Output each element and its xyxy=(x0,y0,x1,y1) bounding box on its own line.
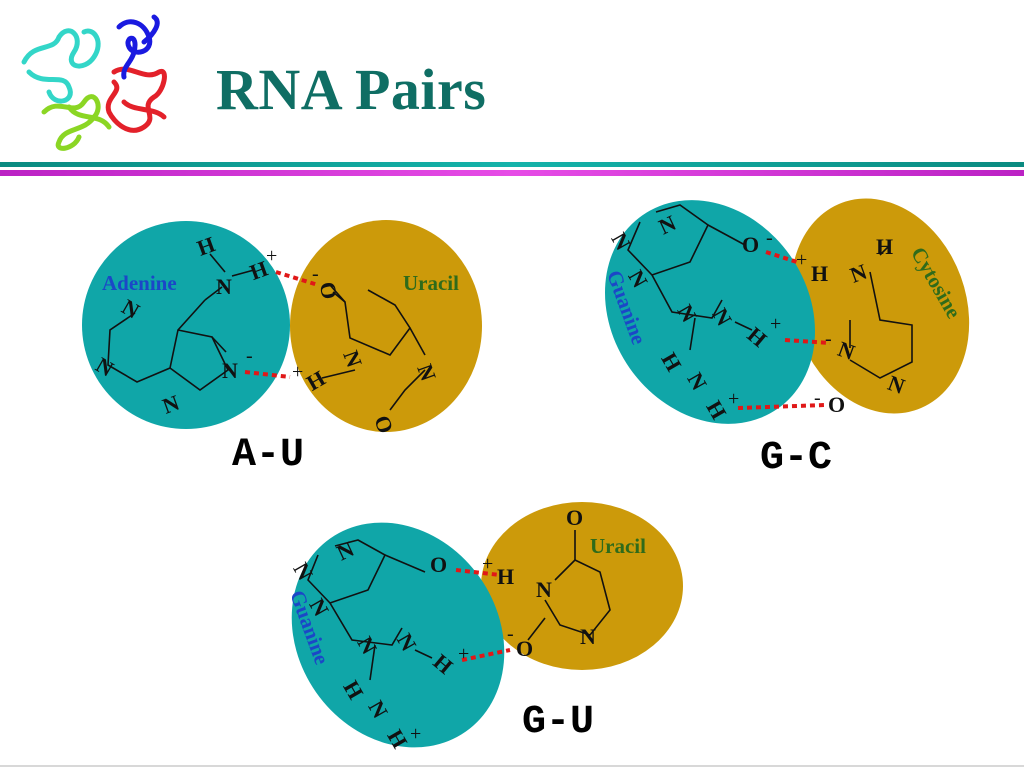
uracil-label-gu: Uracil xyxy=(590,534,646,558)
uracil-h-plus-gu: + xyxy=(482,553,493,575)
guanine-h1-plus-gc: + xyxy=(770,313,781,335)
header-rule-teal xyxy=(0,162,1024,167)
uracil-o4-au: O xyxy=(315,280,343,301)
uracil-h-plus-au: + xyxy=(292,361,303,383)
guanine-o6-gu: O xyxy=(430,552,447,577)
gu-pair-group: Guanine N N N N N O H + H N H + Uracil O… xyxy=(285,502,683,752)
gu-hbond-1 xyxy=(455,568,501,577)
cytosine-h4b: H xyxy=(876,234,893,259)
guanine-ellipse-gc xyxy=(604,200,816,424)
adenine-n6: N xyxy=(216,274,232,299)
uracil-o2-gu: O xyxy=(516,636,533,661)
header-rule-magenta xyxy=(0,170,1024,176)
guanine-h2-plus-gc: + xyxy=(728,388,739,410)
gc-hbond-3 xyxy=(737,403,826,410)
au-pair-label: A-U xyxy=(232,433,304,478)
guanine-h1-plus-gu: + xyxy=(458,643,469,665)
cytosine-h4a: H xyxy=(811,261,828,286)
au-pair-group: Adenine N H H + N N N N - Uracil - O N H… xyxy=(82,220,482,478)
uracil-o-minus-gu: - xyxy=(507,623,514,645)
gc-hbond-2 xyxy=(784,338,831,345)
cytosine-h-plus: + xyxy=(796,249,807,271)
cytosine-ellipse xyxy=(790,198,970,414)
uracil-n3-gu: N xyxy=(536,577,552,602)
gc-hbond-1 xyxy=(765,250,801,265)
uracil-ellipse-au xyxy=(290,220,482,432)
adenine-n1-minus: - xyxy=(246,345,253,367)
guanine-o-minus-gc: - xyxy=(766,227,773,249)
bottom-divider xyxy=(0,765,1024,767)
guanine-o6-gc: O xyxy=(742,232,759,257)
au-hbond-1 xyxy=(275,270,319,287)
adenine-label: Adenine xyxy=(102,271,177,295)
adenine-h-plus: + xyxy=(266,245,277,267)
cytosine-o-minus: - xyxy=(814,387,821,409)
gu-pair-label: G-U xyxy=(522,700,594,745)
uracil-o-minus-au: - xyxy=(312,263,319,285)
header-rule-gap xyxy=(0,167,1024,170)
gu-hbond-2 xyxy=(461,648,511,662)
gc-pair-label: G-C xyxy=(760,436,832,481)
gc-pair-group: Guanine N N N N N H + O - H N H + Cytosi… xyxy=(602,198,970,481)
uracil-n1-gu: N xyxy=(580,624,596,649)
uracil-o4-gu: O xyxy=(566,505,583,530)
guanine-h2-plus-gu: + xyxy=(410,723,421,745)
adenine-ellipse xyxy=(82,221,290,429)
adenine-n1: N xyxy=(222,358,238,383)
page-title: RNA Pairs xyxy=(216,57,487,122)
uracil-ellipse-gu xyxy=(481,502,683,670)
uracil-h3-gu: H xyxy=(497,564,514,589)
cytosine-n3-minus: - xyxy=(825,328,832,350)
protein-logo xyxy=(21,14,167,151)
cytosine-o2: O xyxy=(828,392,845,417)
uracil-label-au: Uracil xyxy=(403,271,459,295)
au-hbond-2 xyxy=(244,370,291,379)
